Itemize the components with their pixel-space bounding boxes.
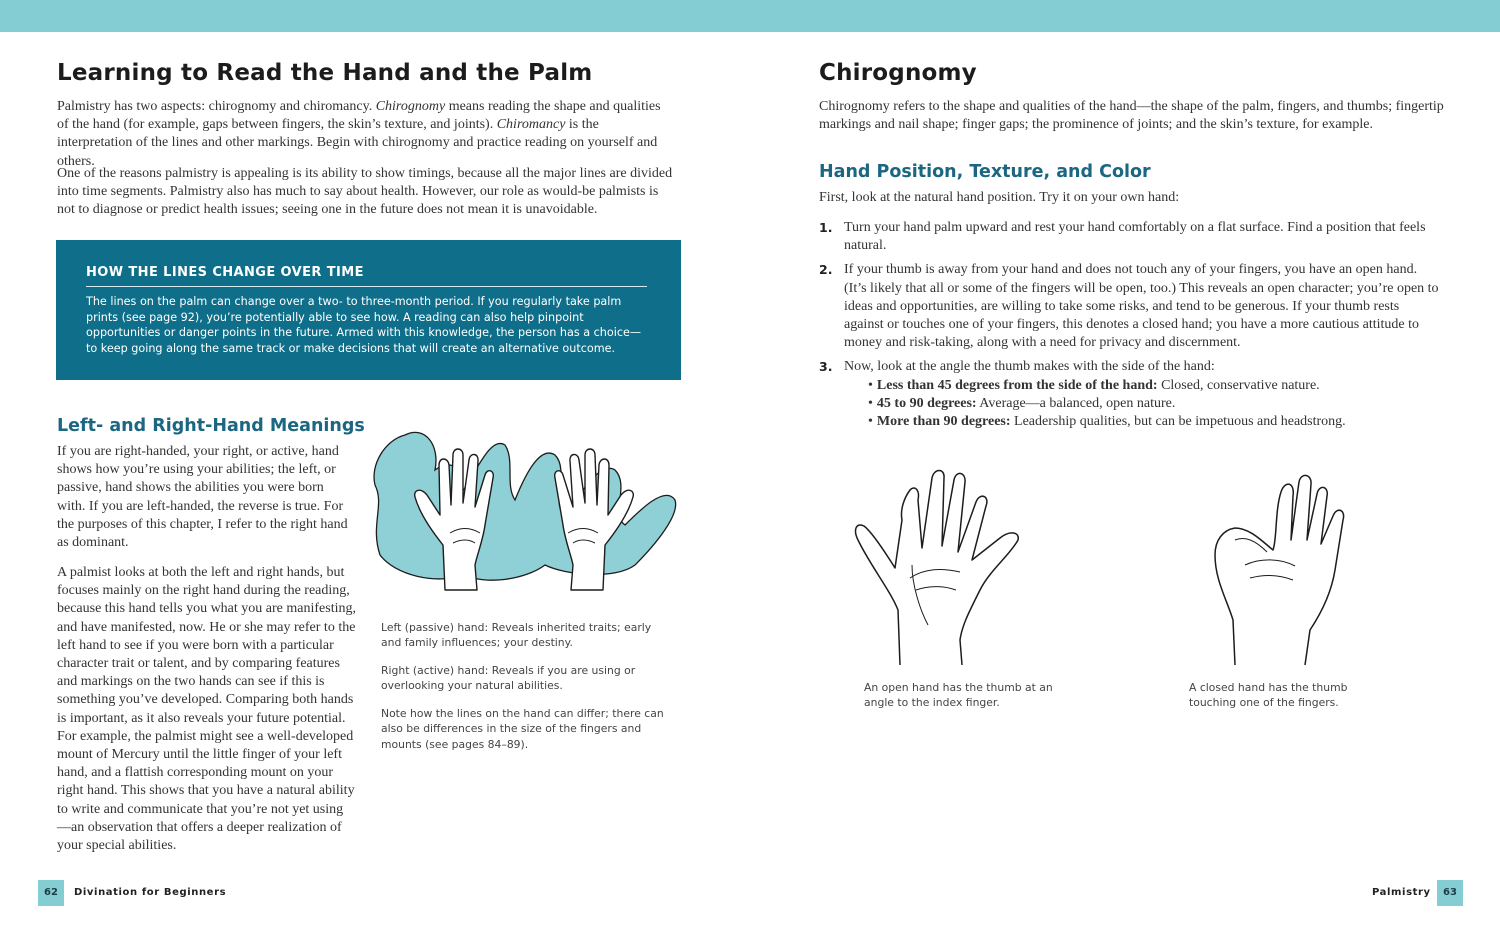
page-number-left: 62 <box>38 880 64 906</box>
subheading-left-right: Left- and Right-Hand Meanings <box>57 416 365 436</box>
left-hand-icon <box>414 448 495 591</box>
page-heading-left: Learning to Read the Hand and the Palm <box>57 60 593 86</box>
open-hand-icon <box>854 469 1019 666</box>
subheading-hand-position: Hand Position, Texture, and Color <box>819 162 1151 182</box>
sidebar-title: HOW THE LINES CHANGE OVER TIME <box>86 265 364 280</box>
step-item: 1. Turn your hand palm upward and rest yo… <box>819 219 1439 255</box>
caption-note: Note how the lines on the hand can diffe… <box>381 707 664 751</box>
step-number: 3. <box>819 359 833 375</box>
sidebar-divider <box>86 286 647 287</box>
right-hand-icon <box>553 448 634 591</box>
caption-left-hand: Left (passive) hand: Reveals inherited t… <box>381 621 652 650</box>
caption-closed-hand: A closed hand has the thumb touching one… <box>1189 681 1348 710</box>
closed-hand-illustration <box>1214 474 1345 666</box>
running-title-left: Divination for Beginners <box>74 887 227 898</box>
lead-sentence: First, look at the natural hand position… <box>819 190 1180 205</box>
angle-item: •45 to 90 degrees: Average—a balanced, o… <box>868 395 1176 411</box>
body-paragraph-1: If you are right-handed, your right, or … <box>57 444 348 551</box>
running-title-right: Palmistry <box>1372 887 1431 898</box>
angle-label: More than 90 degrees: <box>876 414 1011 430</box>
page-number-right: 63 <box>1437 880 1463 906</box>
step-item: 2. If your thumb is away from your hand a… <box>819 261 1439 352</box>
angle-label: 45 to 90 degrees: <box>876 395 977 411</box>
intro-paragraph-2: One of the reasons palmistry is appealin… <box>57 166 673 218</box>
sidebar-box: HOW THE LINES CHANGE OVER TIME The lines… <box>56 240 681 380</box>
step-number: 1. <box>819 220 833 235</box>
step-text: Now, look at the angle the thumb makes w… <box>844 359 1215 375</box>
page-heading-right: Chirognomy <box>819 60 977 86</box>
caption-open-hand: An open hand has the thumb at an angle t… <box>864 681 1053 710</box>
sidebar-text: The lines on the palm can change over a … <box>86 295 642 355</box>
angle-item: •Less than 45 degrees from the side of t… <box>868 377 1320 393</box>
step-text: If your thumb is away from your hand and… <box>844 262 1439 351</box>
intro-paragraph-1: Palmistry has two aspects: chirognomy an… <box>57 99 661 169</box>
top-accent-bar <box>0 0 1500 32</box>
open-hand-illustration <box>854 469 1019 666</box>
two-hands-illustration <box>373 431 677 591</box>
caption-right-hand: Right (active) hand: Reveals if you are … <box>381 664 636 693</box>
steps-list: 1. Turn your hand palm upward and rest yo… <box>819 219 1439 437</box>
angle-list: •Less than 45 degrees from the side of t… <box>844 377 1439 432</box>
angle-label: Less than 45 degrees from the side of th… <box>876 377 1158 393</box>
step-item: 3. Now, look at the angle the thumb makes… <box>819 358 1439 431</box>
closed-hand-icon <box>1214 474 1345 666</box>
chirognomy-intro: Chirognomy refers to the shape and quali… <box>819 99 1444 133</box>
body-paragraph-2: A palmist looks at both the left and rig… <box>57 565 356 854</box>
angle-item: •More than 90 degrees: Leadership qualit… <box>868 414 1346 430</box>
step-text: Turn your hand palm upward and rest your… <box>844 220 1426 254</box>
step-number: 2. <box>819 262 833 278</box>
